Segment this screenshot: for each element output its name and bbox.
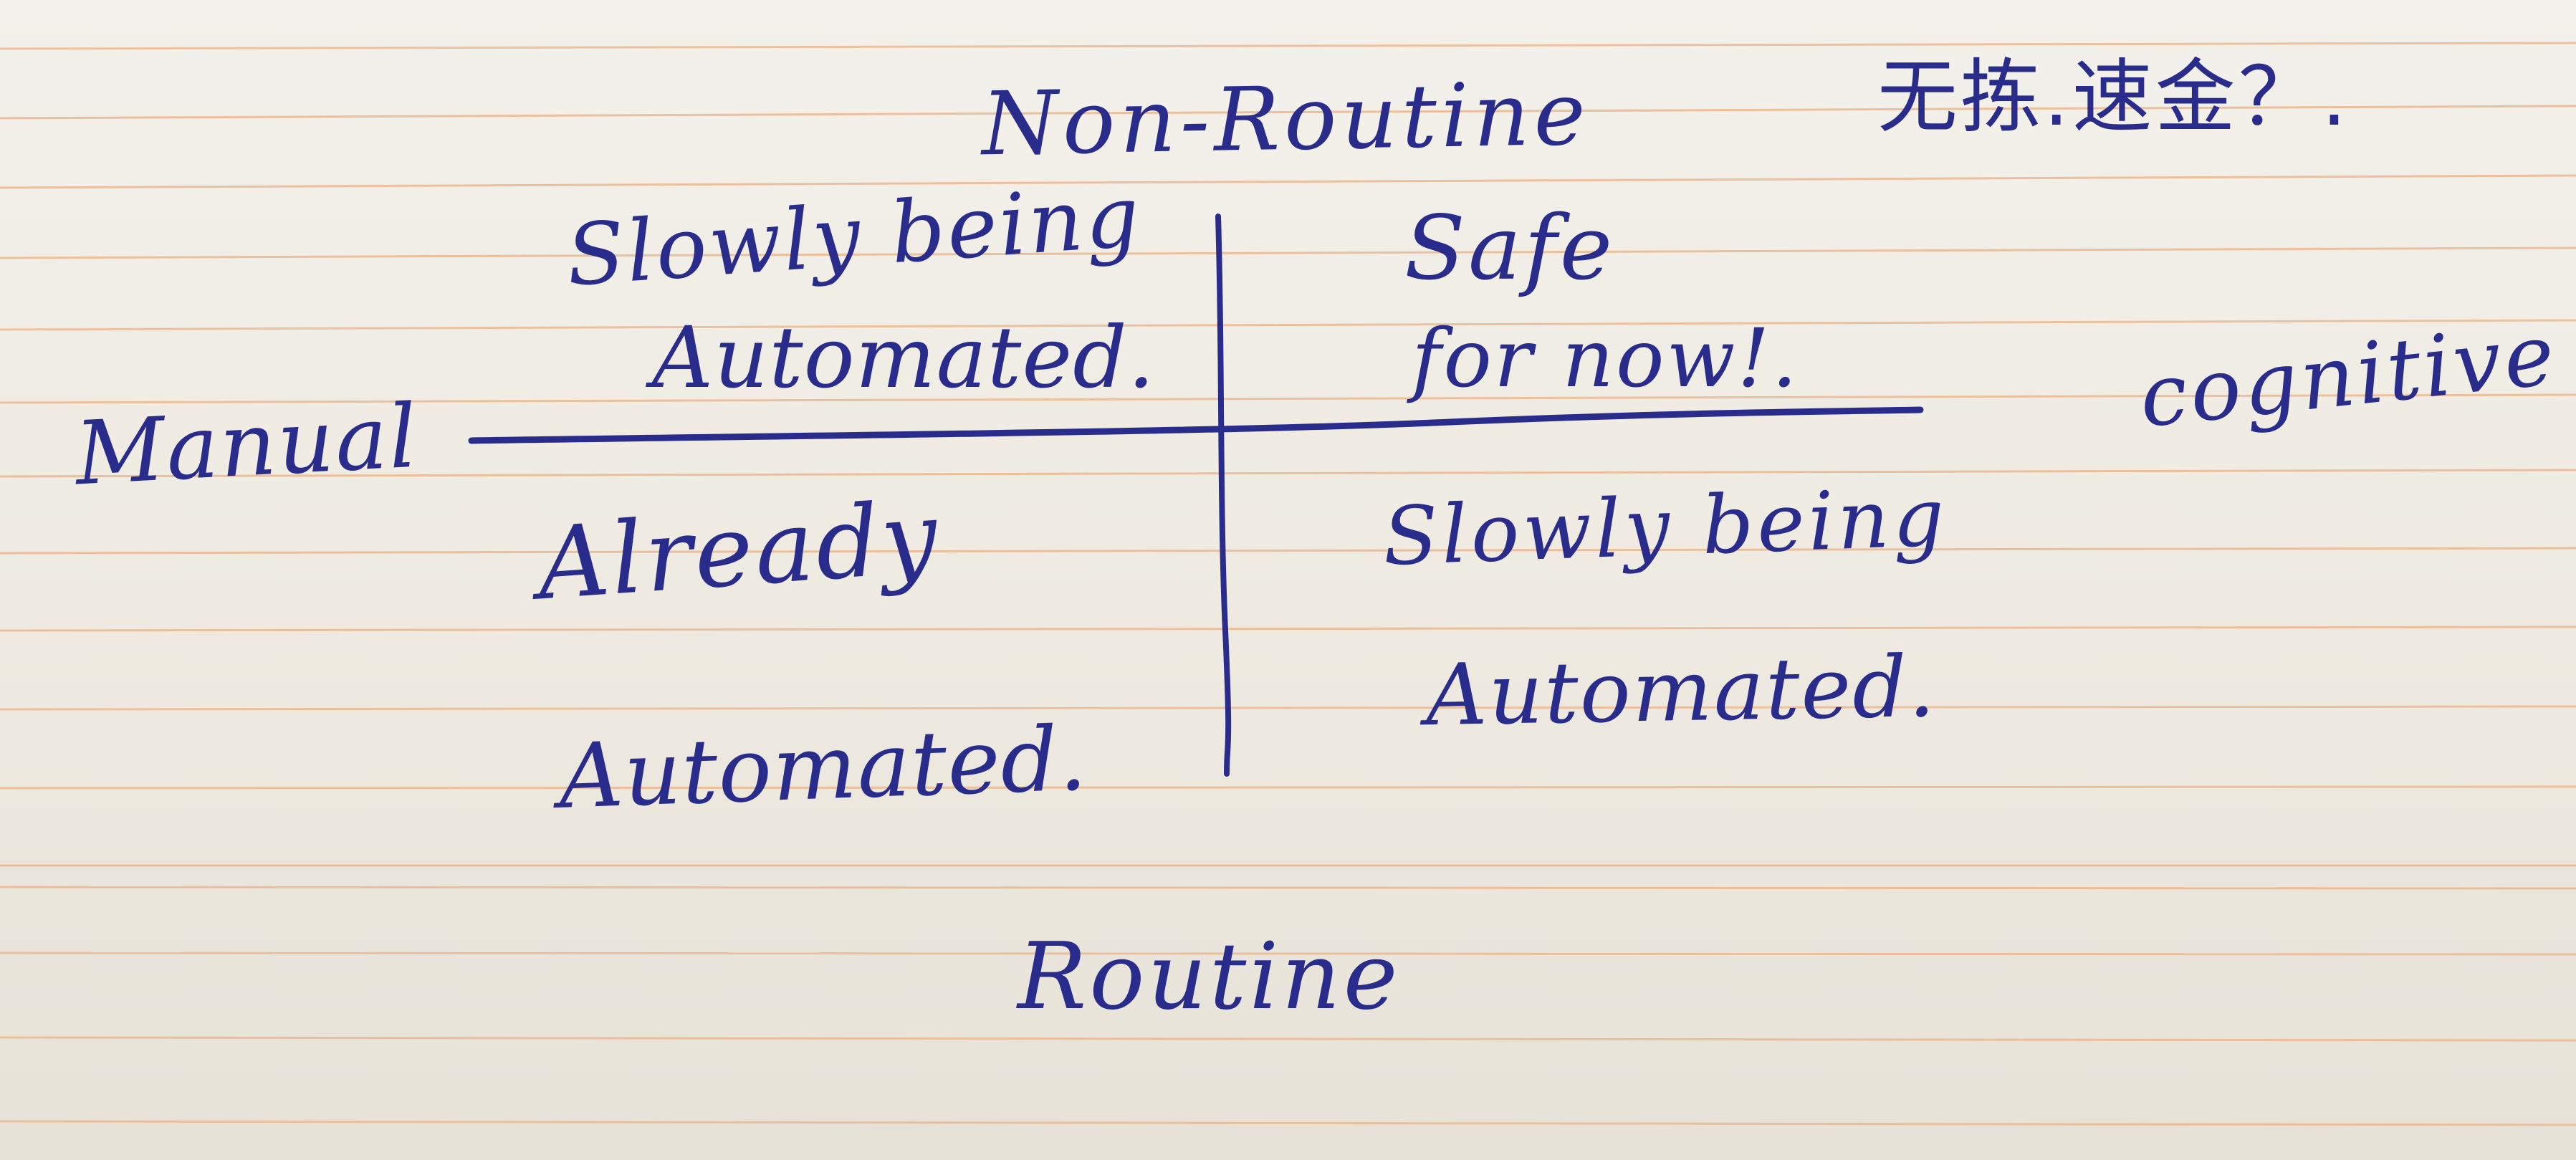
quadrant-top-left-line2: Automated. <box>652 308 1156 407</box>
quadrant-bottom-right-line1: Slowly being <box>1381 471 1950 584</box>
top-axis-label: Non-Routine <box>980 62 1591 176</box>
bottom-axis-label: Routine <box>1018 924 1401 1030</box>
quadrant-bottom-right-line2: Automated. <box>1425 636 1938 745</box>
quadrant-bottom-left-line2: Automated. <box>557 707 1089 829</box>
quadrant-top-right-line2: for now!. <box>1412 312 1800 406</box>
quadrant-top-right-line1: Safe <box>1404 197 1616 300</box>
horizontal-axis-line <box>468 406 1924 444</box>
left-axis-label: Manual <box>72 385 421 505</box>
vertical-axis-line <box>1215 214 1232 777</box>
corner-note: 无拣.速金？. <box>1877 51 2350 144</box>
quadrant-bottom-left-line1: Already <box>534 479 943 623</box>
